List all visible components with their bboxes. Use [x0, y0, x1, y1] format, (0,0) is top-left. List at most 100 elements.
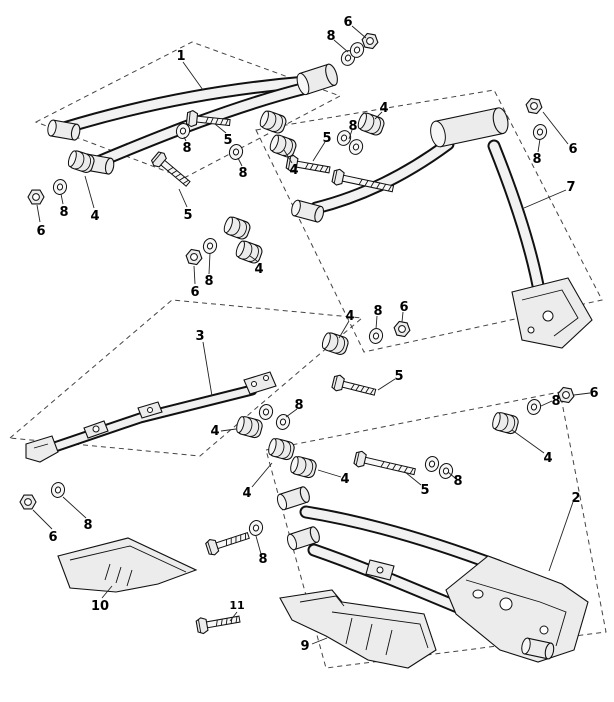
bushing-part — [266, 436, 297, 462]
callout-label: 8 — [238, 166, 247, 181]
callout-label: 8 — [453, 474, 462, 489]
washer-part — [531, 122, 549, 142]
assembly-box-lower-left — [8, 299, 364, 457]
callout-label: 8 — [83, 518, 92, 533]
callout-label: 6 — [568, 142, 577, 157]
callout-label: 8 — [258, 552, 267, 567]
callout-label: 4 — [90, 209, 99, 224]
upper-arm-right-part — [289, 105, 593, 349]
callout-label: 4 — [379, 101, 388, 116]
plate-hole — [499, 597, 513, 611]
plate-slot — [472, 589, 484, 599]
bracket-hole — [263, 375, 269, 381]
plate-contour — [465, 579, 567, 647]
washer-part — [274, 412, 292, 432]
callout-label: 6 — [36, 224, 45, 239]
callout-label: 8 — [348, 119, 357, 134]
bolt-part — [195, 610, 242, 635]
callout-label: 5 — [322, 131, 331, 146]
washer-part — [247, 518, 265, 538]
washer-part — [51, 177, 69, 197]
callout-label: 4 — [210, 424, 219, 439]
plate-hole — [539, 625, 549, 635]
callout-label: 2 — [571, 491, 580, 506]
ball-joint-cylinder — [294, 62, 341, 97]
callout-label: 8 — [326, 29, 335, 44]
arm-plate — [445, 555, 589, 663]
washer-part — [367, 326, 385, 346]
callout-labels: 1 8 6 4 8 5 8 6 7 5 8 4 8 5 4 8 6 4 8 6 … — [36, 15, 598, 654]
callout-label: 8 — [59, 205, 68, 220]
plate-hole — [542, 310, 554, 322]
callout-label: 6 — [190, 285, 199, 300]
bushing-part — [66, 148, 97, 175]
callout-label: 6 — [48, 530, 57, 545]
callout-label: 6 — [399, 300, 408, 315]
lower-arm-left-part — [25, 371, 277, 463]
assembly-box-upper-left — [34, 41, 342, 179]
callout-label: 4 — [345, 309, 354, 324]
skid-plate-part — [57, 537, 198, 593]
bushing-part — [257, 108, 289, 136]
leader-lines — [32, 25, 591, 645]
callout-label: 8 — [551, 394, 560, 409]
nut-part — [392, 320, 412, 338]
washer-part — [437, 461, 455, 481]
bushing-part — [320, 330, 351, 357]
bushing-part — [267, 132, 299, 160]
bolt-part — [204, 527, 252, 557]
bushing-part — [288, 454, 319, 480]
parts — [25, 62, 593, 669]
callout-label: 6 — [343, 15, 352, 30]
callout-label: 9 — [300, 639, 309, 654]
tab-hole — [147, 407, 153, 413]
bushing-part — [234, 414, 265, 440]
bushing-part — [221, 214, 253, 242]
washer-part — [525, 397, 543, 417]
callout-label: 1 — [176, 49, 185, 64]
bushing-part — [233, 238, 265, 266]
callout-label: 4 — [254, 262, 263, 277]
callout-label: 6 — [589, 386, 598, 401]
washer-part — [201, 236, 219, 256]
bracket-hole — [251, 381, 257, 387]
plate-hole — [527, 326, 535, 334]
callout-label: 7 — [566, 180, 575, 195]
washer-part — [257, 402, 275, 422]
callout-label: 8 — [373, 304, 382, 319]
guard-plate-part — [279, 589, 437, 669]
callout-label: 8 — [532, 152, 541, 167]
clevis-end — [25, 435, 59, 463]
callout-label: 5 — [420, 483, 429, 498]
bolt-part — [352, 449, 418, 481]
nut-part — [19, 494, 37, 510]
mount-bracket — [243, 371, 277, 395]
callout-label: 11 — [229, 599, 244, 612]
washer-part — [49, 480, 67, 500]
callout-label: 5 — [183, 208, 192, 223]
callout-label: 10 — [91, 599, 109, 614]
washer-part — [423, 454, 441, 474]
lower-arm-right-part — [275, 485, 589, 663]
clevis-slot — [33, 443, 49, 449]
callout-label: 4 — [543, 451, 552, 466]
callout-label: 8 — [294, 398, 303, 413]
callout-label: 4 — [242, 486, 251, 501]
tab-hole — [376, 566, 384, 574]
assembly-box-upper-right — [255, 89, 603, 353]
callout-label: 4 — [289, 163, 298, 178]
tab-hole — [92, 425, 100, 433]
nut-part — [184, 248, 204, 266]
bolt-part — [149, 149, 194, 191]
callout-label: 8 — [182, 141, 191, 156]
bushing-part — [490, 410, 521, 436]
callout-label: 8 — [204, 274, 213, 289]
nut-part — [27, 189, 45, 205]
bolt-part — [330, 373, 378, 401]
callout-label: 4 — [340, 472, 349, 487]
plate-contour — [521, 289, 579, 337]
callout-label: 3 — [195, 329, 204, 344]
nut-part — [524, 97, 544, 115]
